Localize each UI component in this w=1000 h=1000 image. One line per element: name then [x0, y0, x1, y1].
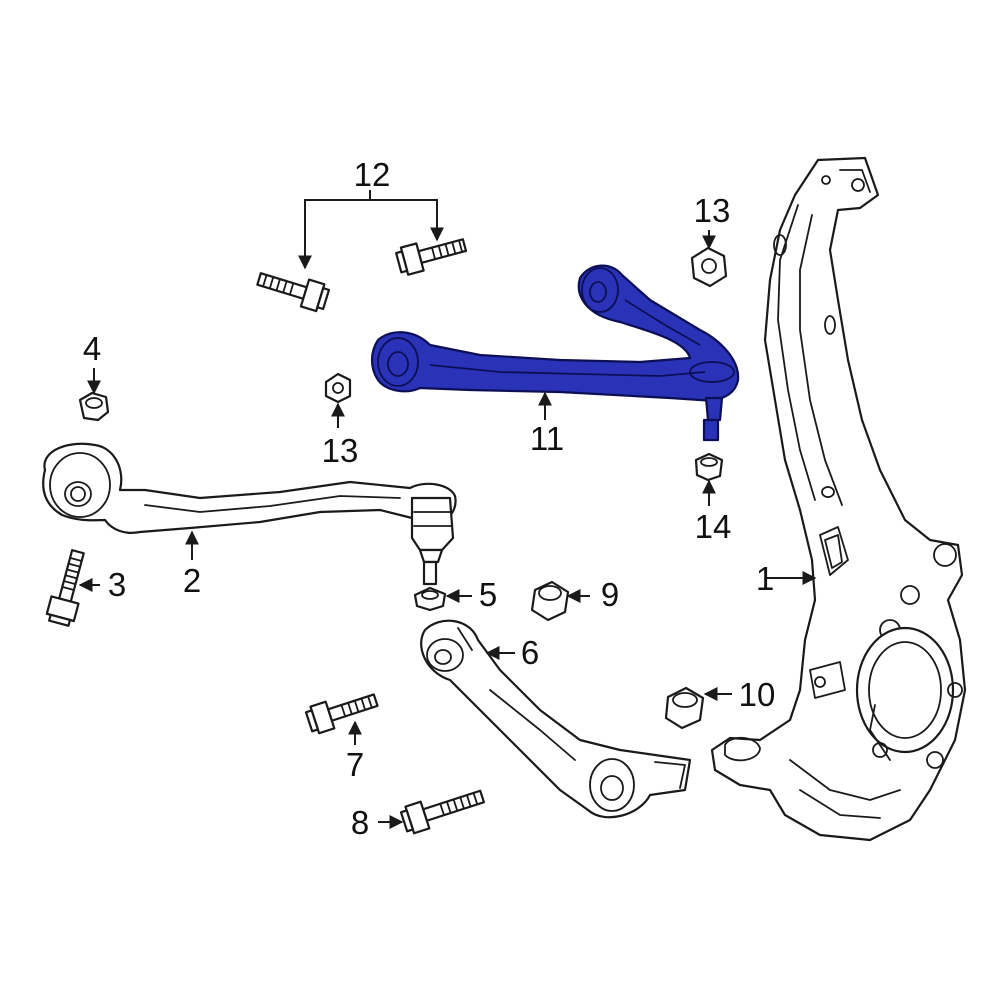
callout-labels: 1 2 3 4 5 6 7 8 9 10 11 12 13 13 14: [83, 156, 776, 841]
tension-strut: [420, 619, 692, 819]
steering-knuckle: [710, 156, 967, 842]
upper-control-arm: [370, 264, 740, 442]
bolt-3: [45, 549, 85, 627]
bolt-12-left: [256, 272, 331, 313]
callout-10: 10: [739, 676, 776, 713]
callout-11: 11: [530, 420, 564, 457]
bushing-10: [664, 686, 705, 730]
bushing-9: [530, 580, 570, 622]
callout-1: 1: [756, 560, 774, 597]
leader-lines: [78, 190, 817, 829]
bolt-12-right: [395, 238, 468, 276]
callout-13-left: 13: [322, 432, 359, 469]
nut-13-right: [690, 246, 728, 288]
nut-13-left: [324, 372, 352, 404]
callout-7: 7: [346, 746, 364, 783]
lower-control-arm: [42, 442, 457, 586]
callout-14: 14: [695, 508, 732, 545]
bolt-7: [304, 693, 379, 735]
callout-13-right: 13: [694, 192, 731, 229]
nut-5: [413, 586, 447, 612]
callout-4: 4: [83, 330, 101, 367]
callout-9: 9: [601, 576, 619, 613]
callout-12: 12: [354, 156, 391, 193]
callout-2: 2: [183, 562, 201, 599]
callout-6: 6: [521, 634, 539, 671]
callout-3: 3: [108, 566, 126, 603]
nut-4: [78, 391, 110, 422]
bolt-8: [399, 789, 486, 835]
callout-5: 5: [479, 576, 497, 613]
callout-8: 8: [351, 804, 369, 841]
nut-14: [694, 452, 724, 482]
